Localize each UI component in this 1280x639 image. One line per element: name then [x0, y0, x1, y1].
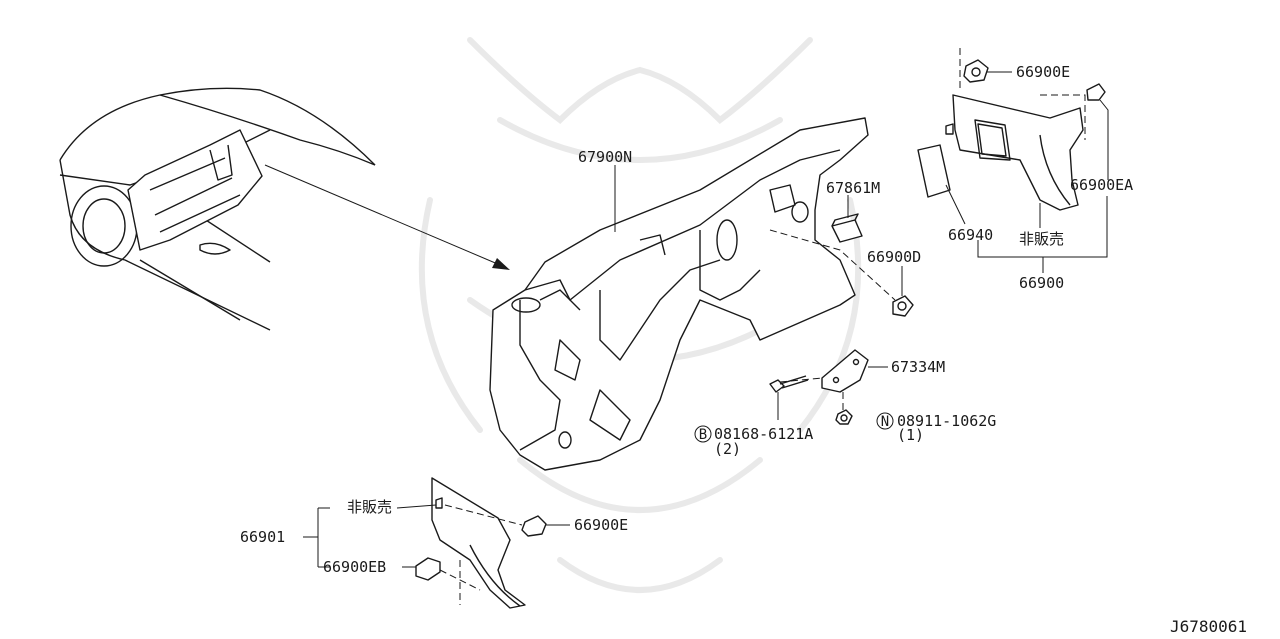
nut-08911 [835, 409, 853, 425]
part-66900eb-clip [415, 557, 441, 581]
label-66900d: 66900D [867, 248, 921, 266]
part-66900ea-clip [1086, 83, 1106, 101]
label-67900n: 67900N [578, 148, 632, 166]
leader-lines [303, 71, 1109, 568]
label-not-sold-top: 非販売 [1019, 230, 1064, 248]
label-08168-6121a: 08168-6121A [714, 425, 813, 443]
label-67861m: 67861M [826, 179, 880, 197]
vehicle-overview [59, 87, 376, 331]
label-66900: 66900 [1019, 274, 1064, 292]
callout-arrow [264, 164, 510, 270]
label-08911-1062g: 08911-1062G [897, 412, 996, 430]
part-66940-lid [917, 144, 951, 198]
diagram-code: J6780061 [1170, 617, 1247, 636]
nut-prefix-marker: N [876, 412, 894, 430]
label-qty-bolt: (2) [714, 440, 741, 458]
trim-panel-66901 [431, 477, 526, 609]
part-66900d-clip [892, 295, 914, 317]
label-66901: 66901 [240, 528, 285, 546]
part-66900e-bottom-clip [521, 515, 547, 537]
label-66900eb: 66900EB [323, 558, 386, 576]
bolt-08168 [769, 375, 809, 420]
label-67334m: 67334M [891, 358, 945, 376]
trim-panel-66900 [945, 48, 1086, 211]
part-67334m-bracket [779, 349, 869, 412]
label-not-sold-bottom: 非販売 [347, 498, 392, 516]
nut-prefix: N [881, 414, 889, 430]
part-66900e-top-clip [963, 59, 989, 83]
label-66940: 66940 [948, 226, 993, 244]
bolt-prefix-marker: B [694, 425, 712, 443]
part-67861m-pad [831, 213, 863, 243]
bolt-prefix: B [699, 427, 707, 443]
label-66900e-bottom: 66900E [574, 516, 628, 534]
dash-insulator [489, 117, 896, 471]
label-qty-nut: (1) [897, 426, 924, 444]
label-66900e-top: 66900E [1016, 63, 1070, 81]
label-66900ea: 66900EA [1070, 176, 1133, 194]
